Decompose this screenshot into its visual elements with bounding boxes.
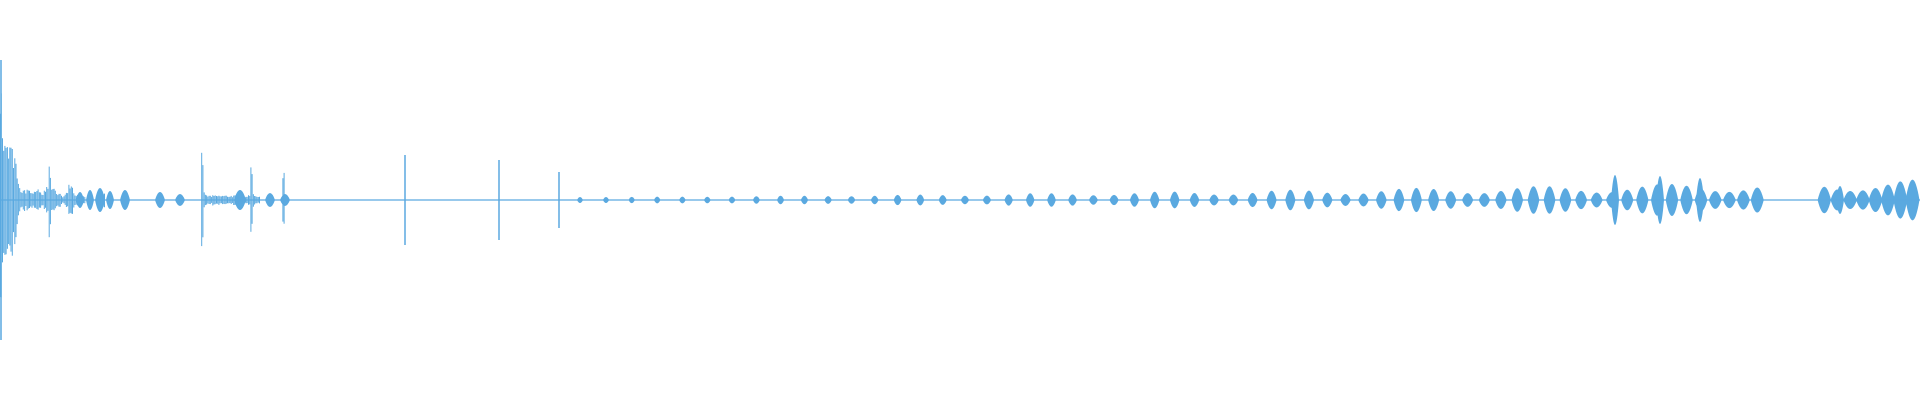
waveform-transients <box>0 60 560 340</box>
